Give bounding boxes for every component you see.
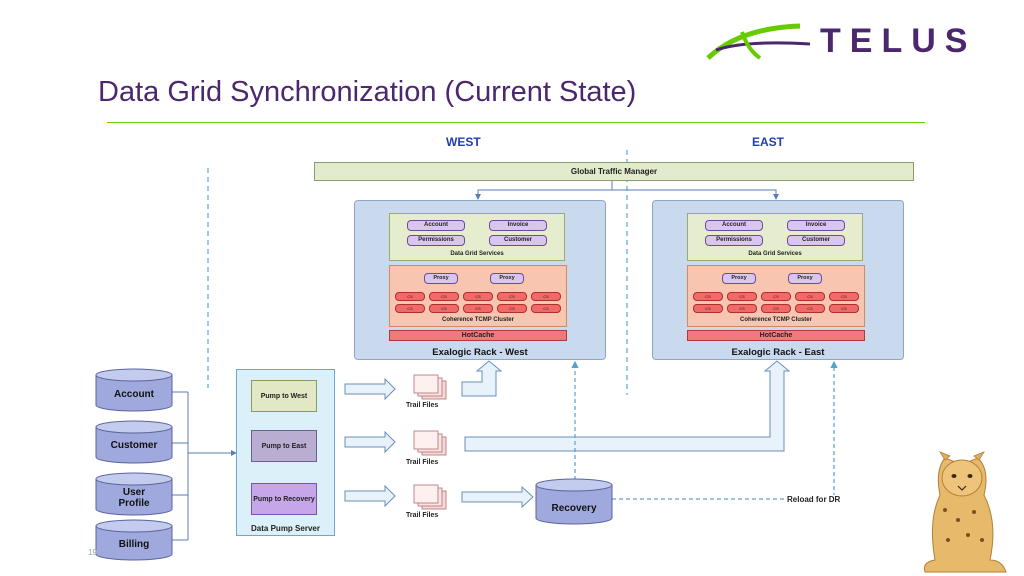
pump-to-east: Pump to East — [251, 430, 317, 462]
proxy-node: Proxy — [722, 273, 756, 284]
cs-node: CS — [429, 292, 459, 301]
cs-node: CS — [727, 304, 757, 313]
db-account: Account — [96, 389, 172, 403]
region-west-label: WEST — [446, 135, 481, 149]
cs-node: CS — [795, 304, 825, 313]
proxy-node: Proxy — [788, 273, 822, 284]
global-traffic-manager: Global Traffic Manager — [314, 162, 914, 181]
db-recovery: Recovery — [536, 503, 612, 517]
data-pump-server: Pump to West Pump to East Pump to Recove… — [236, 369, 335, 536]
db-cylinder-billing — [95, 519, 173, 561]
cs-node: CS — [497, 292, 527, 301]
proxy-node: Proxy — [424, 273, 458, 284]
cs-node: CS — [693, 292, 723, 301]
service-permissions: Permissions — [407, 235, 465, 246]
cs-node: CS — [727, 292, 757, 301]
reload-for-dr-label: Reload for DR — [786, 495, 842, 504]
hotcache-east: HotCache — [687, 330, 865, 341]
cs-node: CS — [395, 292, 425, 301]
cs-node: CS — [531, 304, 561, 313]
rack-west-label: Exalogic Rack - West — [432, 347, 528, 358]
cs-node: CS — [429, 304, 459, 313]
cs-node: CS — [463, 304, 493, 313]
page-number: 19 — [88, 548, 97, 557]
db-billing-label: Billing — [118, 539, 150, 550]
cs-node: CS — [761, 304, 791, 313]
cs-node: CS — [693, 304, 723, 313]
service-invoice: Invoice — [787, 220, 845, 231]
cs-node: CS — [795, 292, 825, 301]
data-pump-server-label: Data Pump Server — [251, 524, 320, 533]
cs-node: CS — [829, 304, 859, 313]
db-user-profile-label: User Profile — [118, 487, 150, 509]
cs-node: CS — [395, 304, 425, 313]
telus-logo: TELUS — [820, 22, 977, 60]
db-cylinder-account — [95, 368, 173, 412]
service-invoice: Invoice — [489, 220, 547, 231]
page-title: Data Grid Synchronization (Current State… — [98, 76, 637, 108]
db-cylinder-customer — [95, 420, 173, 464]
coherence-cluster-label: Coherence TCMP Cluster — [442, 317, 514, 323]
db-customer: Customer — [96, 440, 172, 454]
coherence-cluster-west: Proxy Proxy CS CS CS CS CS CS CS CS CS C… — [389, 265, 567, 327]
service-customer: Customer — [489, 235, 547, 246]
db-user-profile: User Profile — [96, 487, 172, 511]
cs-node: CS — [761, 292, 791, 301]
data-grid-services-west: Account Invoice Permissions Customer Dat… — [389, 213, 565, 261]
pump-to-recovery: Pump to Recovery — [251, 483, 317, 515]
proxy-node: Proxy — [490, 273, 524, 284]
coherence-cluster-east: Proxy Proxy CS CS CS CS CS CS CS CS CS C… — [687, 265, 865, 327]
trail-files-label: Trail Files — [406, 512, 439, 519]
cs-node: CS — [531, 292, 561, 301]
rack-west: Account Invoice Permissions Customer Dat… — [354, 200, 606, 360]
data-grid-services-label: Data Grid Services — [450, 251, 504, 257]
service-account: Account — [705, 220, 763, 231]
cs-node: CS — [463, 292, 493, 301]
db-billing: Billing — [96, 539, 172, 553]
rack-east-label: Exalogic Rack - East — [731, 347, 825, 358]
trail-file-icon — [413, 484, 447, 510]
cs-node: CS — [497, 304, 527, 313]
coherence-cluster-label: Coherence TCMP Cluster — [740, 317, 812, 323]
db-cylinder-recovery — [535, 478, 613, 525]
service-customer: Customer — [787, 235, 845, 246]
trail-files-label: Trail Files — [406, 459, 439, 466]
data-grid-services-east: Account Invoice Permissions Customer Dat… — [687, 213, 863, 261]
title-underline — [107, 122, 925, 123]
trail-file-icon — [413, 374, 447, 400]
trail-file-icon — [413, 430, 447, 456]
db-cylinder-user-profile — [95, 472, 173, 516]
service-account: Account — [407, 220, 465, 231]
hotcache-west: HotCache — [389, 330, 567, 341]
rack-east: Account Invoice Permissions Customer Dat… — [652, 200, 904, 360]
service-permissions: Permissions — [705, 235, 763, 246]
db-recovery-label: Recovery — [551, 503, 597, 514]
db-account-label: Account — [114, 389, 154, 400]
region-east-label: EAST — [752, 135, 785, 149]
pump-to-west: Pump to West — [251, 380, 317, 412]
trail-files-label: Trail Files — [406, 402, 439, 409]
db-customer-label: Customer — [110, 440, 158, 451]
cs-node: CS — [829, 292, 859, 301]
data-grid-services-label: Data Grid Services — [748, 251, 802, 257]
